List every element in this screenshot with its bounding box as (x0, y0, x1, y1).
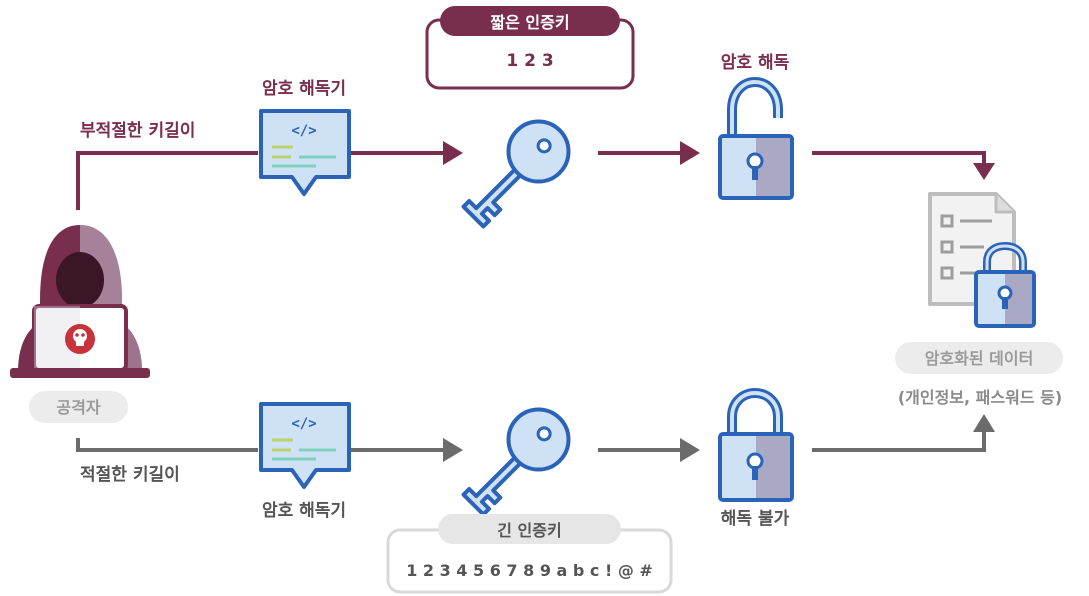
long-key-box: 긴 인증키 1 2 3 4 5 6 7 8 9 a b c ! @ # (386, 514, 673, 594)
top-arrow-to-lock (680, 141, 700, 165)
top-path-arrowheads (443, 141, 995, 180)
attacker-label-pill: 공격자 (29, 391, 128, 423)
attacker-label: 공격자 (56, 398, 100, 417)
code-glyph: </> (291, 123, 316, 139)
code-bubble-icon: </> (259, 402, 351, 489)
decrypted-label: 암호 해독 (721, 53, 790, 73)
short-key-title: 짧은 인증키 (490, 13, 569, 32)
top-decoder-label: 암호 해독기 (262, 79, 346, 99)
long-key-title: 긴 인증키 (497, 521, 561, 540)
proper-key-length-label: 적절한 키길이 (80, 464, 180, 485)
code-bubble-icon: </> (259, 109, 351, 196)
encrypted-data-label: 암호화된 데이터 (925, 349, 1034, 368)
key-icon (461, 407, 571, 517)
top-arrow-to-key (443, 141, 463, 165)
improper-key-length-label: 부적절한 키길이 (80, 120, 195, 141)
short-key-value: 1 2 3 (506, 51, 553, 71)
encrypted-document-icon (928, 192, 1036, 328)
bottom-arrow-to-key (443, 438, 463, 462)
bottom-arrow-to-lock (680, 438, 700, 462)
hacker-icon (10, 225, 150, 378)
key-icon (461, 119, 571, 229)
top-arrow-to-data (973, 163, 995, 180)
code-glyph: </> (291, 416, 316, 432)
short-key-box: 짧은 인증키 1 2 3 (425, 6, 635, 90)
long-key-value: 1 2 3 4 5 6 7 8 9 a b c ! @ # (406, 561, 653, 580)
encrypted-data-label-pill: 암호화된 데이터 (895, 342, 1063, 374)
bottom-path-arrowheads (443, 414, 995, 462)
cannot-decrypt-label: 해독 불가 (721, 509, 790, 529)
encrypted-data-sublabel: (개인정보, 패스워드 등) (898, 388, 1062, 407)
bottom-path-lines (76, 432, 986, 452)
bottom-arrow-to-data (973, 414, 995, 432)
locked-padlock-icon (718, 387, 794, 502)
bottom-decoder-label: 암호 해독기 (262, 501, 346, 521)
unlocked-padlock-icon (718, 76, 794, 200)
